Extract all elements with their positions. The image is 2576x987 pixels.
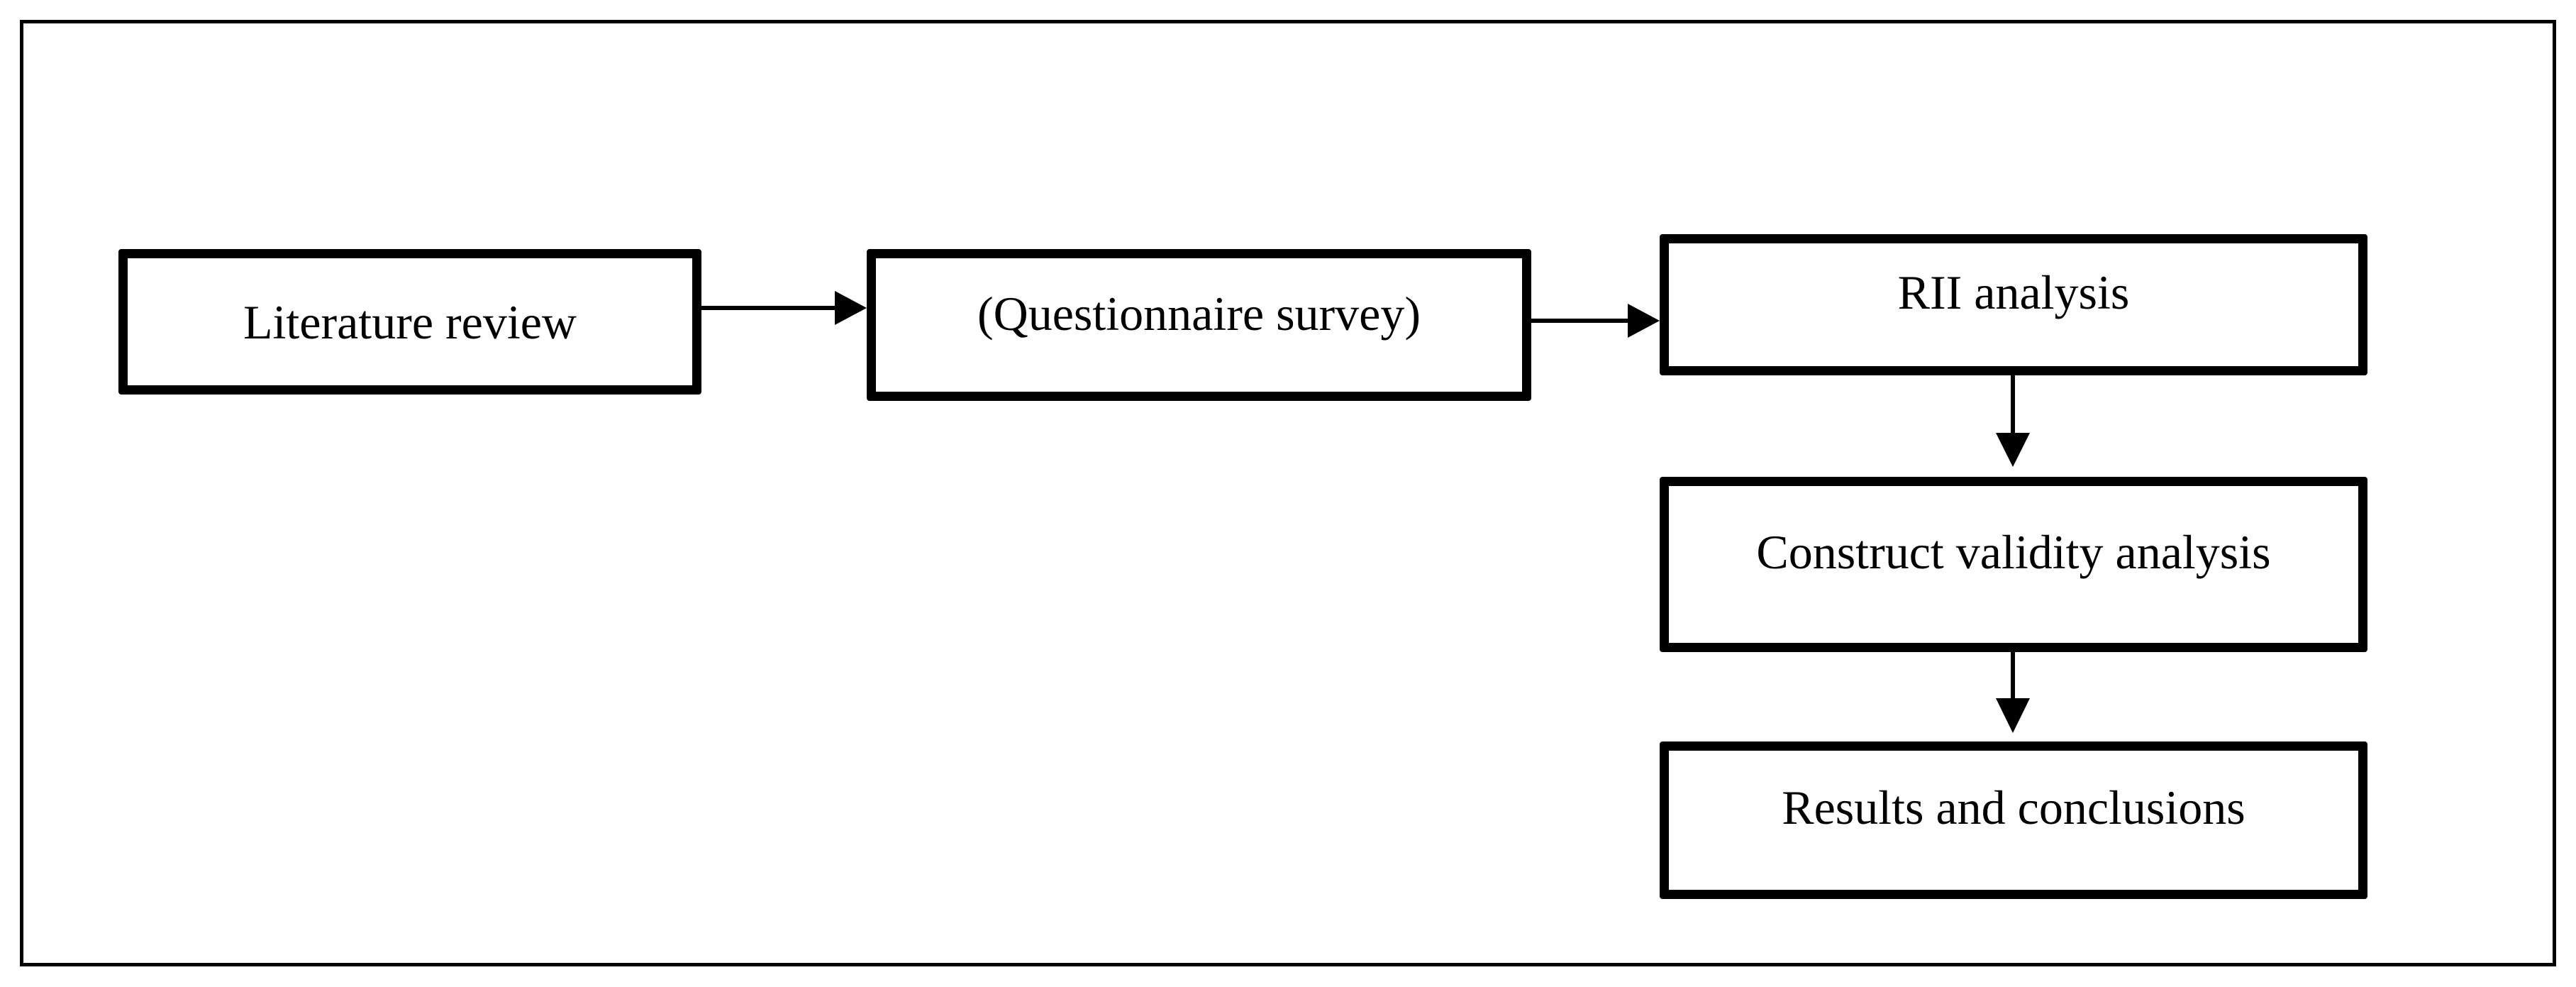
node-label: Literature review <box>243 294 577 349</box>
arrow-survey-to-rii <box>1531 304 1660 338</box>
arrow-construct-to-results <box>1996 652 2030 733</box>
node-literature-review: Literature review <box>118 249 701 395</box>
node-label: Construct validity analysis <box>1756 524 2271 579</box>
node-construct-validity-analysis: Construct validity analysis <box>1660 477 2367 652</box>
node-label: (Questionnaire survey) <box>977 287 1421 341</box>
node-label: Results and conclusions <box>1782 781 2245 834</box>
node-label: RII analysis <box>1897 265 2130 319</box>
node-rii-analysis: RII analysis <box>1660 234 2367 375</box>
arrow-literature-to-survey <box>701 291 867 325</box>
node-questionnaire-survey: (Questionnaire survey) <box>867 249 1531 401</box>
figure-border <box>20 20 2556 966</box>
node-results-and-conclusions: Results and conclusions <box>1660 741 2367 899</box>
arrow-rii-to-construct <box>1996 375 2030 467</box>
